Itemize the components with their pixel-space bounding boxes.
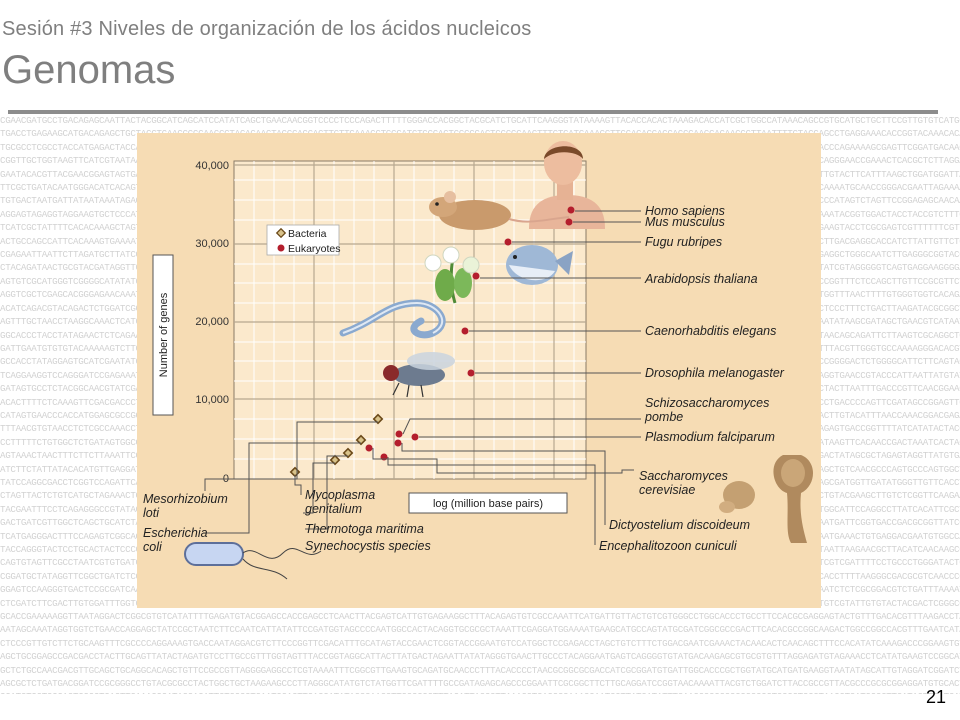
point-drosophila [467, 369, 475, 377]
point-escherichia [355, 434, 367, 446]
fly-illustration [383, 352, 455, 398]
bacteria-points [289, 413, 384, 478]
point-dictyostelium [394, 439, 402, 447]
dna-sequence-row: AGCTGCGGAGCCGACGACCTACTTGCAGTTATACTAGATG… [0, 651, 960, 663]
ytick-20000: 20,000 [195, 316, 229, 328]
legend-bacteria-label: Bacteria [288, 228, 327, 240]
label-mus-musculus: Mus musculus [645, 215, 725, 229]
leader-lines [203, 210, 641, 545]
bacterium-illustration [184, 542, 322, 580]
point-saccharomyces [365, 444, 373, 452]
x-axis-label-box: log (million base pairs) [408, 492, 568, 514]
dna-sequence-row: AGCGCTCTGATGACGGATCCGCGGGCCTGTACGCGCCTAC… [0, 678, 960, 690]
dna-sequence-row: GCATCTCGTCGGAGTGCGGTCAGTTCAAACGGATAGGACA… [0, 690, 960, 694]
point-mesorhizobium [372, 413, 384, 425]
dna-sequence-row: CGAACGATGCCTGACAGAGCAATTACTACGGCATCAGCAT… [0, 115, 960, 126]
label-caenorhabditis: Caenorhabditis elegans [645, 324, 776, 338]
label-saccharomyces: Saccharomyces [639, 469, 728, 483]
point-fugu-rubripes [504, 238, 512, 246]
point-caenorhabditis [461, 327, 469, 335]
slide-subtitle: Sesión #3 Niveles de organización de los… [2, 18, 532, 40]
ytick-40000: 40,000 [195, 160, 229, 172]
label-dictyostelium: Dictyostelium discoideum [609, 518, 750, 532]
dna-sequence-row: CTCCCGTTGTCTTCTGCAAGTTTCGCCCCAGGAAAGTGAC… [0, 637, 960, 649]
pufferfish-illustration [506, 245, 573, 285]
plot-area [233, 160, 587, 480]
legend-eukaryotes-marker [277, 244, 285, 252]
label-escherichia: Escherichia [143, 526, 208, 540]
legend-bacteria-marker [275, 227, 287, 239]
label-drosophila: Drosophila melanogaster [645, 366, 785, 380]
y-axis-label: Number of genes [158, 292, 170, 377]
label-mycoplasma: Mycoplasma [305, 488, 375, 502]
label-mesorhizobium: Mesorhizobium [143, 492, 228, 506]
title-divider [8, 110, 938, 114]
nematode-illustration [339, 299, 446, 339]
point-thermotoga [329, 454, 341, 466]
mouse-illustration [429, 191, 570, 230]
label-schizosaccharomyces-line2: pombe [644, 410, 683, 424]
point-arabidopsis [472, 272, 480, 280]
page-number: 21 [925, 687, 946, 707]
y-axis: 0 10,000 20,000 30,000 40,000 Number of … [152, 160, 229, 485]
label-escherichia-line2: coli [143, 540, 163, 554]
genome-figure: 0 10,000 20,000 30,000 40,000 Number of … [137, 133, 821, 608]
legend: Bacteria Eukaryotes [266, 224, 341, 256]
point-plasmodium [411, 433, 419, 441]
label-arabidopsis: Arabidopsis thaliana [644, 272, 758, 286]
label-saccharomyces-line2: cerevisiae [639, 483, 695, 497]
point-synechocystis [342, 447, 354, 459]
point-mus-musculus [565, 218, 573, 226]
label-homo-sapiens: Homo sapiens [645, 204, 725, 218]
label-synechocystis: Synechocystis species [305, 539, 431, 553]
legend-eukaryotes-label: Eukaryotes [288, 243, 341, 255]
dna-sequence-row: GCTCTGCCAACGACGTTGCAGCTGCAGGCACAGCTGTTCC… [0, 664, 960, 676]
label-mesorhizobium-line2: loti [143, 506, 160, 520]
label-schizosaccharomyces: Schizosaccharomyces [645, 396, 769, 410]
x-axis-label: log (million base pairs) [433, 498, 543, 510]
label-plasmodium: Plasmodium falciparum [645, 430, 775, 444]
ytick-10000: 10,000 [195, 394, 229, 406]
ytick-30000: 30,000 [195, 238, 229, 250]
dna-sequence-row: GCACCGAAAAAGGTTAATAGGACTCGGCGTGTCATATTTT… [0, 611, 960, 623]
label-encephalitozoon: Encephalitozoon cuniculi [599, 539, 738, 553]
arabidopsis-illustration [424, 246, 480, 304]
point-schizosaccharomyces [395, 430, 403, 438]
slide-title: Genomas [2, 48, 176, 92]
point-homo-sapiens [567, 206, 575, 214]
yeast-illustration [719, 455, 813, 543]
dna-sequence-row: AATAGCAAATAGGTGGTCTGAACCAGGAGCTATCCGCTAA… [0, 624, 960, 636]
label-mycoplasma-line2: genitalium [305, 502, 362, 516]
label-thermotoga: Thermotoga maritima [305, 522, 424, 536]
label-fugu-rubripes: Fugu rubripes [645, 235, 722, 249]
